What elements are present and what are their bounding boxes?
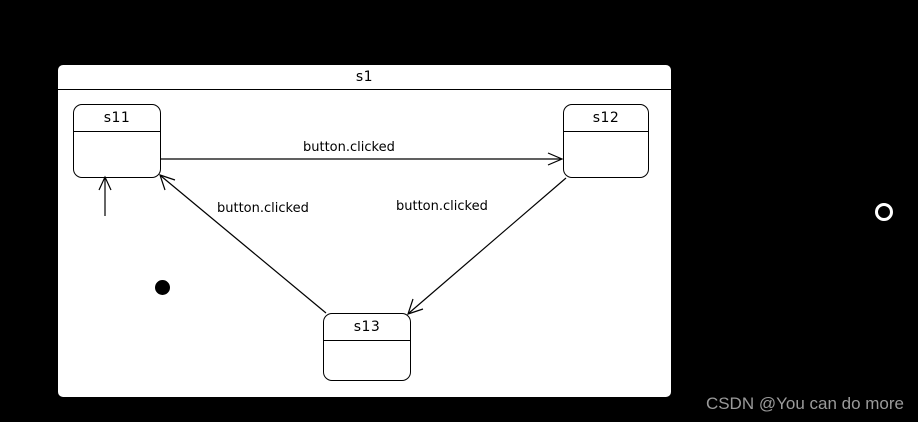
watermark-text: CSDN @You can do more bbox=[705, 394, 904, 413]
state-s12-name-band: s12 bbox=[564, 105, 648, 132]
state-s12-body bbox=[564, 132, 648, 177]
composite-state-s1[interactable]: s1 s11 s12 s13 bbox=[57, 64, 672, 398]
state-s11-label: s11 bbox=[103, 110, 131, 126]
state-s11-name-band: s11 bbox=[74, 105, 160, 132]
transition-label-s11-s12: button.clicked bbox=[303, 140, 395, 155]
state-s11-body bbox=[74, 132, 160, 177]
transition-label-s12-s13: button.clicked bbox=[396, 199, 488, 214]
state-s12-label: s12 bbox=[592, 110, 620, 126]
composite-state-title: s1 bbox=[355, 69, 374, 85]
state-s12[interactable]: s12 bbox=[563, 104, 649, 178]
transition-label-s13-s11: button.clicked bbox=[217, 201, 309, 216]
state-s13-name-band: s13 bbox=[324, 314, 410, 341]
state-s13[interactable]: s13 bbox=[323, 313, 411, 381]
state-s11[interactable]: s11 bbox=[73, 104, 161, 178]
circle-ring-cursor-icon bbox=[875, 203, 893, 221]
composite-state-header: s1 bbox=[58, 65, 671, 90]
initial-state-marker[interactable] bbox=[155, 280, 170, 295]
state-s13-body bbox=[324, 341, 410, 380]
state-s13-label: s13 bbox=[353, 319, 381, 335]
